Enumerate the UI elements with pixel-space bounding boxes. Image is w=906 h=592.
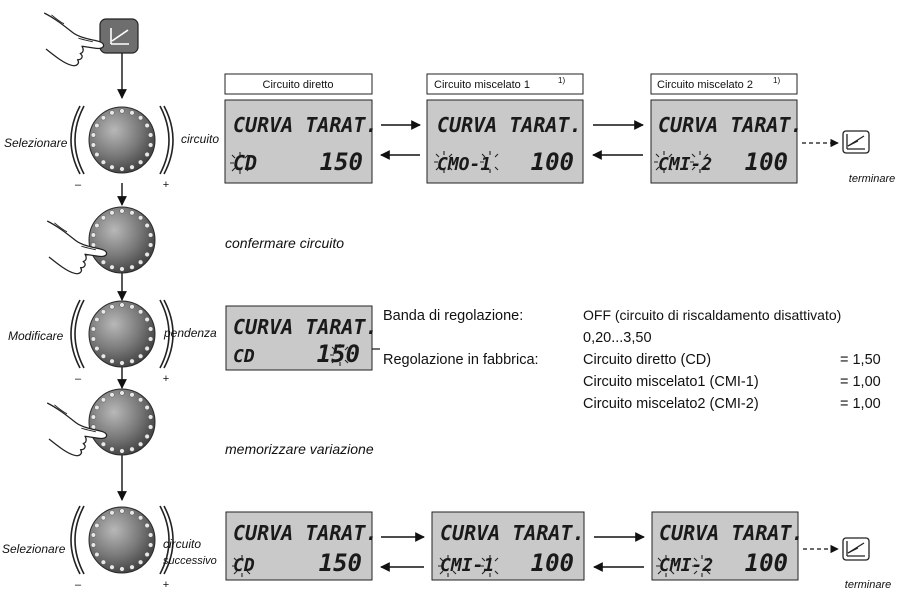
step-modify-right: pendenza [163, 326, 217, 340]
step-modify-left: Modificare [8, 329, 64, 343]
dial-plus-label: + [163, 179, 169, 191]
factory-row-value: = 1,00 [840, 374, 881, 390]
circuit-header: Circuito miscelato 1 [434, 79, 530, 91]
circuit-panel-direct: Circuito diretto CURVA TARAT. CD 150 [224, 73, 378, 184]
dial-minus-label: – [75, 179, 82, 191]
range-label: Banda di regolazione: [383, 308, 523, 324]
circuit-header: Circuito diretto [263, 79, 334, 91]
lcd-bottom-mixed-1: CURVA TARAT. CMI-1 100 [431, 511, 585, 581]
lcd-circuit-code: CMI-2 [659, 555, 713, 576]
circuit-footnote: 1) [558, 76, 565, 85]
lcd-display [650, 99, 798, 184]
lcd-line1: CURVA TARAT. [440, 521, 585, 545]
rotary-knob-next[interactable] [88, 506, 156, 574]
lcd-line1: CURVA TARAT. [659, 521, 804, 545]
factory-row-value: = 1,50 [840, 352, 881, 368]
lcd-value: 150 [319, 549, 362, 577]
lcd-circuit-code: CD [233, 151, 257, 175]
factory-row-value: = 1,00 [840, 396, 881, 412]
lcd-value: 100 [745, 549, 788, 577]
lcd-line1: CURVA TARAT. [233, 113, 378, 137]
step-memorize-label: memorizzare variazione [225, 441, 374, 457]
rotary-knob-select[interactable] [88, 106, 156, 174]
lcd-circuit-code: CD [233, 346, 255, 367]
dial-plus-label: + [163, 579, 169, 591]
end-label: terminare [849, 173, 895, 185]
lcd-line1: CURVA TARAT. [658, 113, 803, 137]
lcd-bottom-direct: CURVA TARAT. CD 150 [225, 511, 378, 581]
circuit-header: Circuito miscelato 2 [657, 79, 753, 91]
hand-pointer-icon [43, 12, 105, 67]
lcd-bottom-mixed-2: CURVA TARAT. CMI-2 100 [651, 511, 804, 581]
factory-row-name: Circuito miscelato1 (CMI-1) [583, 374, 759, 390]
info-block: Banda di regolazione: OFF (circuito di r… [383, 307, 881, 412]
lcd-value: 100 [531, 549, 574, 577]
dial-minus-label: – [75, 373, 82, 385]
curve-key-icon[interactable] [842, 537, 870, 561]
step-next-right-2: successivo [163, 555, 217, 567]
dial-minus-label: – [75, 579, 82, 591]
lcd-value: 100 [531, 148, 574, 176]
curve-key-icon[interactable] [842, 130, 870, 154]
lcd-display [426, 99, 584, 184]
lcd-value: 150 [317, 340, 360, 368]
range-line1: OFF (circuito di riscaldamento disattiva… [583, 307, 841, 323]
factory-row-name: Circuito diretto (CD) [583, 352, 711, 368]
factory-row-name: Circuito miscelato2 (CMI-2) [583, 396, 759, 412]
step-next-left: Selezionare [2, 542, 66, 556]
lcd-edit-display: CURVA TARAT. CD 150 [225, 305, 378, 371]
lcd-display [224, 99, 373, 184]
step-select-left: Selezionare [4, 136, 68, 150]
rotary-knob-modify[interactable] [88, 300, 156, 368]
rotary-knob-confirm[interactable] [88, 206, 156, 274]
lcd-value: 100 [745, 148, 788, 176]
end-label: terminare [845, 579, 891, 591]
rotary-knob-store[interactable] [88, 388, 156, 456]
circuit-panel-mixed-1: Circuito miscelato 1 1) CURVA TARAT. CMO… [426, 73, 584, 184]
curve-key-button[interactable] [99, 18, 139, 54]
lcd-circuit-code: CD [233, 555, 255, 576]
lcd-circuit-code: CMO-1 [437, 154, 491, 175]
factory-label: Regolazione in fabbrica: [383, 352, 539, 368]
lcd-value: 150 [320, 148, 363, 176]
lcd-line1: CURVA TARAT. [233, 315, 378, 339]
range-line2: 0,20...3,50 [583, 330, 652, 346]
dial-plus-label: + [163, 373, 169, 385]
circuit-footnote: 1) [773, 76, 780, 85]
lcd-circuit-code: CMI-2 [658, 154, 712, 175]
step-confirm-label: confermare circuito [225, 235, 344, 251]
step-next-right-1: circuito [163, 537, 201, 551]
circuit-panel-mixed-2: Circuito miscelato 2 1) CURVA TARAT. CMI… [650, 73, 803, 184]
lcd-line1: CURVA TARAT. [233, 521, 378, 545]
step-select-right: circuito [181, 132, 219, 146]
lcd-line1: CURVA TARAT. [437, 113, 582, 137]
